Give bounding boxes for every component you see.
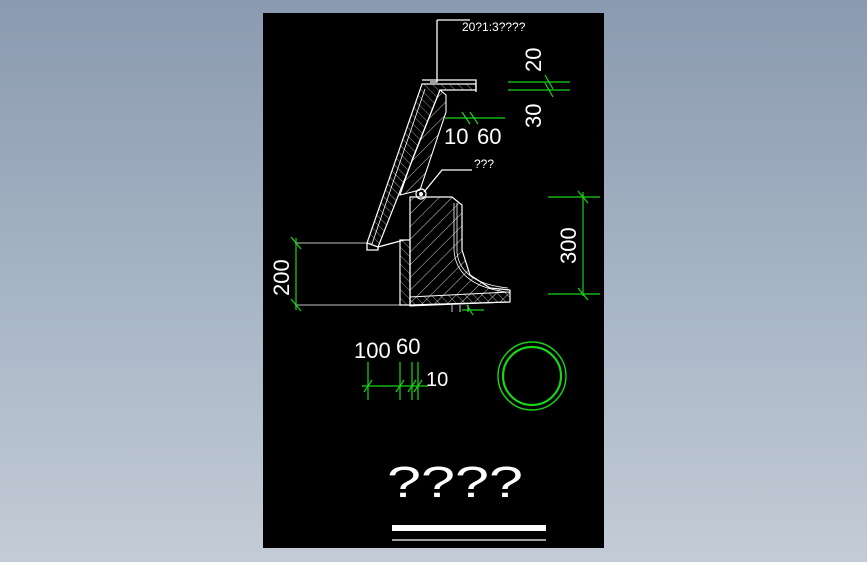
sloped-backing	[399, 89, 447, 196]
top-note: 20?1:3????	[462, 20, 526, 34]
title-underline-thick	[392, 525, 546, 531]
dim-60-top: 60	[477, 124, 501, 149]
curb-section	[295, 79, 511, 312]
leader-top	[430, 20, 438, 83]
base-slab	[409, 291, 511, 307]
dim-200: 200	[269, 259, 294, 296]
dim-300: 300	[556, 227, 581, 264]
dim-20: 20	[521, 48, 546, 72]
drawing-title: ????	[387, 458, 523, 507]
concrete-block	[409, 196, 511, 306]
lower-facing	[399, 239, 411, 306]
leader-joint	[423, 169, 472, 193]
side-note: ???	[474, 157, 494, 171]
dim-30: 30	[521, 104, 546, 128]
dimension-lines	[290, 74, 600, 400]
dim-10-bottom: 10	[426, 369, 448, 391]
section-symbol	[497, 341, 567, 411]
dim-10-top: 10	[444, 124, 468, 149]
dim-60-bottom: 60	[396, 334, 420, 359]
dim-100: 100	[354, 338, 391, 363]
